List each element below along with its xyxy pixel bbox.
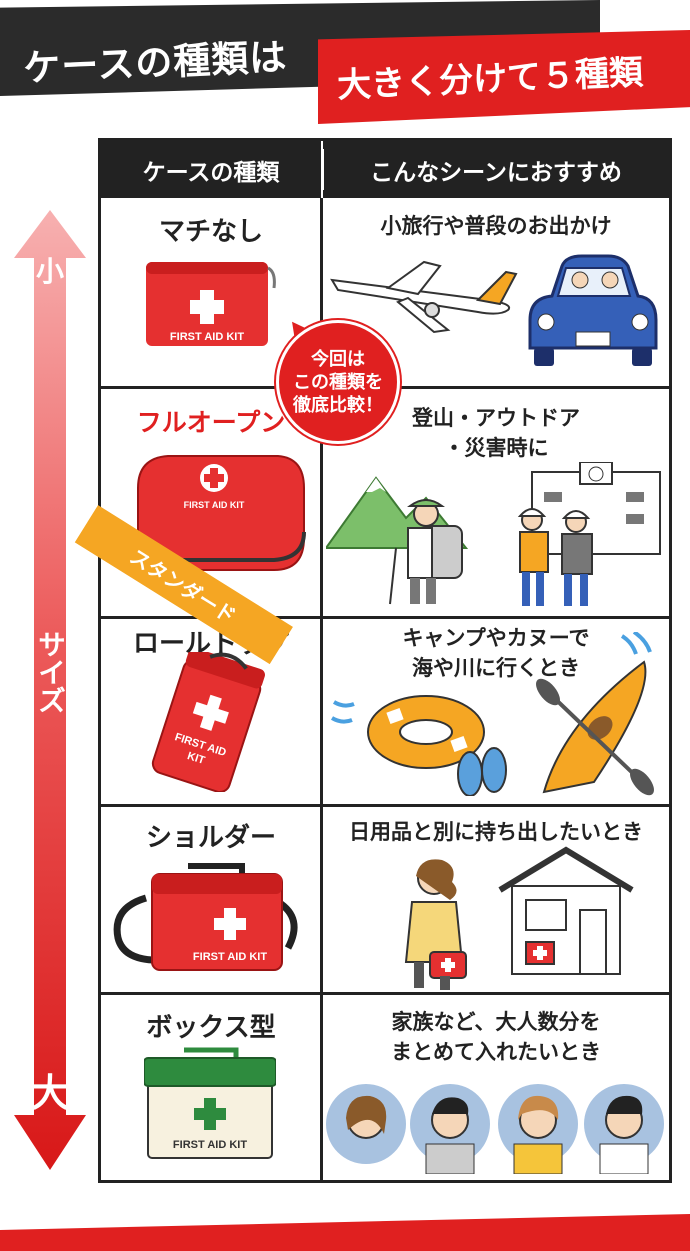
svg-text:FIRST AID KIT: FIRST AID KIT: [173, 1139, 247, 1151]
case-name-shoulder: ショルダー: [145, 823, 276, 853]
row-divider: [101, 992, 669, 995]
size-arrow-icon: [14, 210, 86, 1170]
float-ring-sandals-icon: [330, 695, 507, 796]
airplane-icon: [330, 260, 518, 334]
roll-top-kit-icon: FIRST AID KIT: [151, 652, 265, 792]
axis-size-label: サイズ: [34, 630, 67, 714]
mountain-hiker-icon: [326, 476, 469, 605]
car-icon: [528, 254, 658, 366]
header-red-banner: [318, 30, 690, 124]
scene-box: 家族など、大人数分を まとめて入れたいとき: [391, 1010, 601, 1064]
column-header-scene: こんなシーンにおすすめ: [323, 141, 669, 198]
svg-text:FIRST AID KIT: FIRST AID KIT: [184, 500, 245, 510]
scene-roll-top: キャンプやカヌーで 海や川に行くとき: [402, 626, 590, 680]
axis-large-label: 大: [30, 1071, 69, 1115]
scene-shoulder: 日用品と別に持ち出したいとき: [349, 820, 643, 844]
case-name-full-open: フルオープン: [136, 408, 286, 437]
header-divider: [321, 149, 324, 190]
column-divider: [320, 198, 323, 1183]
house-icon: [498, 846, 634, 975]
woman-with-bag-icon: [404, 859, 467, 990]
axis-small-label: 小: [35, 255, 64, 288]
bottom-accent-bar: [0, 1214, 690, 1251]
case-name-box: ボックス型: [146, 1013, 276, 1043]
row-divider: [101, 616, 669, 619]
family-faces-icon: [326, 1084, 664, 1174]
svg-text:FIRST AID KIT: FIRST AID KIT: [170, 331, 244, 343]
scene-full-open: 登山・アウトドア ・災害時に: [412, 406, 580, 460]
highlight-bubble: 今回は この種類を 徹底比較！: [276, 320, 400, 444]
size-axis: 小 サイズ 大: [14, 210, 86, 1180]
case-name-flat: マチなし: [158, 217, 263, 247]
school-evacuees-icon: [517, 462, 661, 606]
hard-case-kit-icon: FIRST AID KIT: [136, 455, 306, 571]
column-header-case-type: ケースの種類: [101, 141, 321, 198]
flat-pouch-kit-icon: FIRST AID KIT: [146, 262, 276, 346]
row-divider: [101, 804, 669, 807]
page-title: ケースの種類は: [22, 35, 289, 90]
shoulder-bag-kit-icon: FIRST AID KIT: [113, 863, 298, 971]
svg-text:FIRST AID KIT: FIRST AID KIT: [193, 951, 267, 963]
kayak-paddle-icon: [536, 632, 654, 796]
scene-flat: 小旅行や普段のお出かけ: [380, 214, 612, 238]
svg-text:KIT: KIT: [186, 750, 207, 767]
box-kit-icon: FIRST AID KIT: [144, 1047, 276, 1159]
